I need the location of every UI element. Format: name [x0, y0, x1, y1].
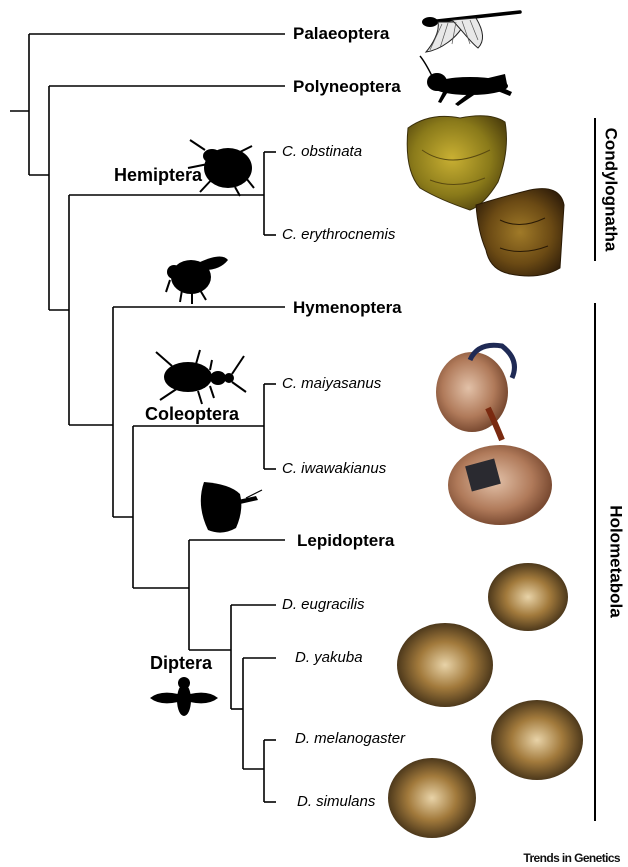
clade-label-holometabola: Holometabola [608, 502, 625, 622]
holometabola-bracket [594, 303, 596, 821]
taxon-label-polyneoptera: Polyneoptera [293, 78, 401, 95]
d-melanogaster-photo [491, 700, 583, 780]
grasshopper-icon [420, 56, 512, 106]
species-label-c-obstinata: C. obstinata [282, 144, 362, 159]
order-label-coleoptera: Coleoptera [145, 405, 239, 423]
dragonfly-icon [422, 12, 520, 52]
d-yakuba-photo [397, 623, 493, 707]
species-label-d-simulans: D. simulans [297, 794, 375, 809]
publisher-footer: Trends in Genetics [523, 851, 620, 865]
species-label-c-iwawakianus: C. iwawakianus [282, 461, 386, 476]
species-label-d-yakuba: D. yakuba [295, 650, 363, 665]
order-label-hemiptera: Hemiptera [114, 166, 202, 184]
species-label-d-melanogaster: D. melanogaster [295, 731, 405, 746]
d-simulans-photo [388, 758, 476, 838]
beetle-icon [156, 350, 246, 404]
clade-label-condylognatha: Condylognatha [603, 125, 620, 255]
c-iwawakianus-photo [448, 445, 552, 525]
order-label-diptera: Diptera [150, 654, 212, 672]
species-label-d-eugracilis: D. eugracilis [282, 597, 365, 612]
c-erythrocnemis-photo [476, 189, 564, 276]
d-eugracilis-photo [488, 563, 568, 631]
c-obstinata-photo [407, 116, 506, 210]
bee-icon [166, 256, 228, 304]
taxon-label-lepidoptera: Lepidoptera [297, 532, 394, 549]
fly-icon [150, 677, 218, 716]
species-label-c-erythrocnemis: C. erythrocnemis [282, 227, 395, 242]
taxon-label-palaeoptera: Palaeoptera [293, 25, 389, 42]
taxon-label-hymenoptera: Hymenoptera [293, 299, 402, 316]
butterfly-icon [201, 482, 262, 533]
c-maiyasanus-photo [436, 345, 514, 440]
species-label-c-maiyasanus: C. maiyasanus [282, 376, 381, 391]
condylognatha-bracket [594, 118, 596, 261]
